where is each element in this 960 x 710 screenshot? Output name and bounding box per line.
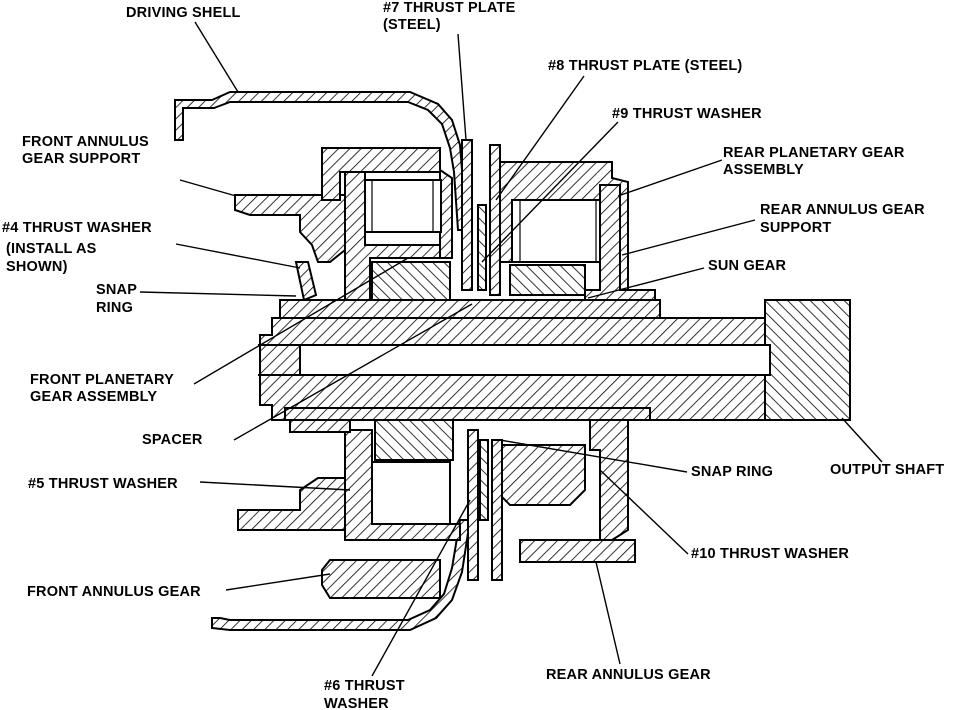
output-shaft-end — [764, 299, 851, 421]
thrust-plate-lower-8 — [491, 439, 503, 581]
label-sun-gear: SUN GEAR — [708, 258, 786, 274]
shaft-bore — [299, 344, 771, 376]
label-driving-shell: DRIVING SHELL — [126, 5, 241, 21]
thrust-washer-4 — [294, 261, 318, 302]
front-planetary-carrier-lower — [344, 429, 461, 541]
label-rear-planetary-2: ASSEMBLY — [723, 162, 804, 178]
sun-gear-hub-lower — [284, 407, 651, 421]
rear-annulus-gear-support-lower — [589, 419, 629, 541]
label-front-annulus-support-2: GEAR SUPPORT — [22, 151, 140, 167]
front-pinion-top — [364, 179, 442, 233]
thrust-washer-9 — [477, 204, 487, 291]
label-rear-planetary: REAR PLANETARY GEAR — [723, 145, 905, 161]
rear-pinion-block — [509, 264, 586, 296]
driving-shell — [174, 91, 468, 231]
spacer — [289, 419, 351, 433]
thrust-washer-lower — [479, 439, 489, 521]
sun-gear-hub — [279, 299, 661, 319]
label-thrust-plate-7-sub: (STEEL) — [383, 17, 441, 33]
rear-annulus-gear — [519, 539, 636, 563]
label-front-planetary: FRONT PLANETARY — [30, 372, 174, 388]
rear-pinion-top — [511, 199, 605, 263]
front-annulus-gear-lower — [321, 559, 441, 599]
label-snap-ring-left: SNAP — [96, 282, 137, 298]
label-rear-annulus-support-2: SUPPORT — [760, 220, 832, 236]
thrust-plate-8 — [489, 144, 501, 296]
label-thrust-plate-8: #8 THRUST PLATE (STEEL) — [548, 58, 742, 74]
label-thrust-washer-10: #10 THRUST WASHER — [691, 546, 849, 562]
label-snap-ring-left-2: RING — [96, 300, 133, 316]
label-output-shaft: OUTPUT SHAFT — [830, 462, 944, 478]
label-rear-annulus-support: REAR ANNULUS GEAR — [760, 202, 925, 218]
label-thrust-washer-5: #5 THRUST WASHER — [28, 476, 178, 492]
driving-shell-lower — [211, 519, 472, 631]
label-thrust-washer-6: #6 THRUST — [324, 678, 405, 694]
front-carrier-block-lower — [374, 417, 454, 461]
label-thrust-washer-4-2: (INSTALL AS — [6, 241, 97, 257]
label-front-annulus-support: FRONT ANNULUS — [22, 134, 149, 150]
label-front-annulus-gear: FRONT ANNULUS GEAR — [27, 584, 201, 600]
label-thrust-washer-4: #4 THRUST WASHER — [2, 220, 152, 236]
label-snap-ring-right: SNAP RING — [691, 464, 773, 480]
label-thrust-washer-6-2: WASHER — [324, 696, 389, 710]
label-spacer: SPACER — [142, 432, 203, 448]
label-thrust-plate-7: #7 THRUST PLATE — [383, 0, 516, 16]
label-front-planetary-2: GEAR ASSEMBLY — [30, 389, 157, 405]
front-pinion-bottom — [369, 461, 451, 525]
thrust-plate-7 — [461, 139, 473, 291]
label-rear-annulus-gear: REAR ANNULUS GEAR — [546, 667, 711, 683]
label-thrust-washer-4-3: SHOWN) — [6, 259, 68, 275]
rear-planetary-carrier-lower — [499, 444, 586, 506]
thrust-plate-lower-7 — [467, 429, 479, 581]
label-thrust-washer-9: #9 THRUST WASHER — [612, 106, 762, 122]
